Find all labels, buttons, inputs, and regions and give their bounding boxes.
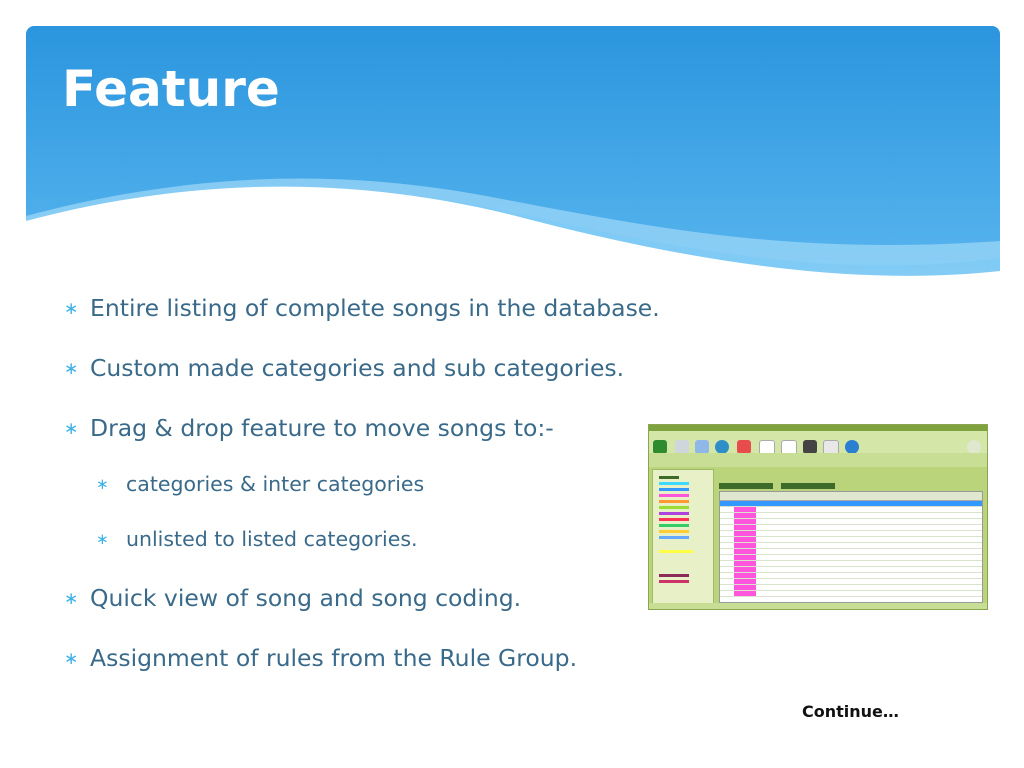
toolbar-icon [803,440,817,454]
bullet-text: unlisted to listed categories. [126,527,418,551]
bullet-text: Entire listing of complete songs in the … [90,294,660,322]
screenshot-song-grid [719,491,983,603]
continue-label: Continue… [802,702,899,721]
bullet-text: Quick view of song and song coding. [90,584,522,612]
bullet-text: Drag & drop feature to move songs to:- [90,414,554,442]
bullet-item: ∗ Assignment of rules from the Rule Grou… [64,644,577,672]
toolbar-icon [737,440,751,454]
toolbar-icon [695,440,709,454]
sub-bullet-item: ∗ categories & inter categories [96,472,424,496]
app-screenshot-image [648,424,988,610]
screenshot-titlebar [649,425,987,431]
slide-title: Feature [62,60,280,118]
bullet-item: ∗ Drag & drop feature to move songs to:- [64,414,554,442]
bullet-asterisk-icon: ∗ [64,359,79,379]
screenshot-category-tree [652,469,714,605]
header-band [26,26,1000,288]
toolbar-icon [845,440,859,454]
bullet-text: Assignment of rules from the Rule Group. [90,644,578,672]
toolbar-icon [967,440,981,454]
bullet-asterisk-icon: ∗ [64,419,79,439]
screenshot-subbar [649,453,987,467]
toolbar-icon [653,440,667,454]
screenshot-toolbar [649,431,987,456]
bullet-item: ∗ Entire listing of complete songs in th… [64,294,660,322]
bullet-item: ∗ Quick view of song and song coding. [64,584,521,612]
bullet-text: categories & inter categories [126,472,425,496]
header-wave-graphic [26,26,1000,288]
screenshot-tabs [719,483,839,489]
screenshot-statusbar [649,603,987,609]
sub-bullet-item: ∗ unlisted to listed categories. [96,527,418,551]
bullet-asterisk-icon: ∗ [64,299,79,319]
bullet-asterisk-icon: ∗ [96,475,109,493]
bullet-asterisk-icon: ∗ [64,589,79,609]
bullet-asterisk-icon: ∗ [96,530,109,548]
bullet-item: ∗ Custom made categories and sub categor… [64,354,624,382]
toolbar-icon [715,440,729,454]
toolbar-icon [675,440,689,454]
bullet-asterisk-icon: ∗ [64,649,79,669]
bullet-text: Custom made categories and sub categorie… [90,354,625,382]
